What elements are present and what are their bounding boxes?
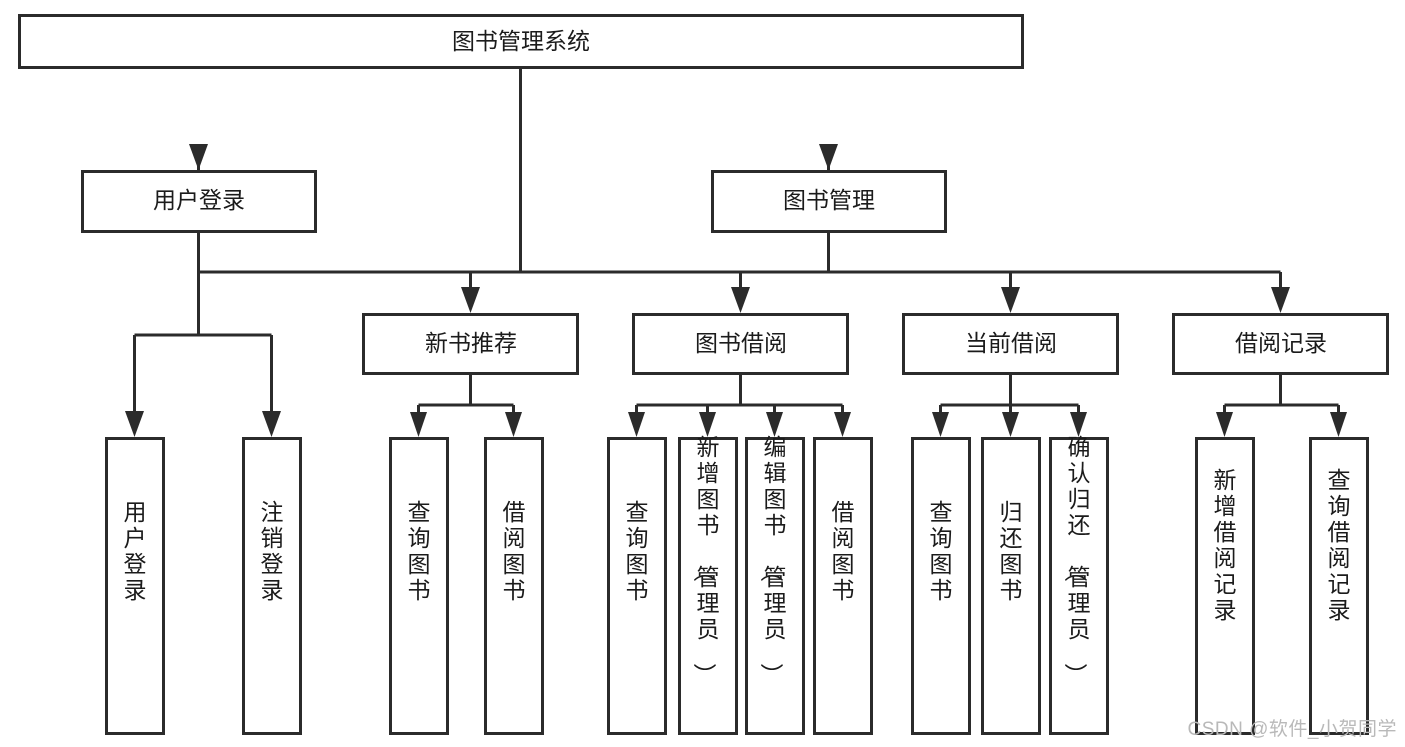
node-leaf-borrow-book-2[interactable]: 借阅图书	[813, 437, 873, 735]
arrow-head-leaf-query-book-1	[410, 412, 427, 437]
node-book-manage-box[interactable]	[711, 170, 947, 233]
node-current-borrow-box[interactable]	[902, 313, 1119, 375]
arrow-head-leaf-return-book	[1002, 412, 1019, 437]
node-user-login-label: 用户登录	[153, 187, 245, 213]
node-leaf-confirm-return-box[interactable]	[1049, 437, 1109, 735]
node-leaf-add-record[interactable]: 新增借阅记录	[1195, 437, 1255, 735]
node-leaf-logout-login-box[interactable]	[242, 437, 302, 735]
arrow-head-leaf-query-record	[1330, 412, 1347, 437]
node-leaf-borrow-book-1-box[interactable]	[484, 437, 544, 735]
arrow-head-book-borrow	[731, 287, 750, 313]
node-leaf-query-record-box[interactable]	[1309, 437, 1369, 735]
arrow-head-leaf-confirm-return	[1070, 412, 1087, 437]
node-leaf-add-record-box[interactable]	[1195, 437, 1255, 735]
node-leaf-confirm-return[interactable]: 确认归还（管理员）	[1049, 434, 1109, 735]
node-book-manage[interactable]: 图书管理	[711, 170, 947, 233]
node-root-box[interactable]	[18, 14, 1024, 69]
node-leaf-return-book-label: 归还图书	[1000, 499, 1023, 603]
node-leaf-confirm-return-label: 确认归还（管理员）	[1063, 434, 1091, 686]
node-leaf-query-book-1-label: 查询图书	[408, 499, 431, 603]
arrow-head-leaf-borrow-book-1	[505, 412, 522, 437]
node-leaf-query-book-3-box[interactable]	[911, 437, 971, 735]
node-leaf-edit-book-box[interactable]	[745, 437, 805, 735]
arrow-head-leaf-query-book-3	[932, 412, 949, 437]
arrow-head-leaf-edit-book	[766, 412, 783, 437]
arrow-head-leaf-logout-login	[262, 411, 281, 437]
node-leaf-add-book-box[interactable]	[678, 437, 738, 735]
node-book-manage-label: 图书管理	[783, 187, 875, 213]
node-leaf-borrow-book-2-box[interactable]	[813, 437, 873, 735]
node-book-borrow[interactable]: 图书借阅	[632, 313, 849, 375]
connector-layer	[125, 68, 1347, 437]
node-leaf-add-book-label: 新增图书（管理员）	[692, 434, 720, 686]
node-leaf-query-book-1-box[interactable]	[389, 437, 449, 735]
arrow-head-new-book	[461, 287, 480, 313]
node-current-borrow-label: 当前借阅	[965, 330, 1057, 356]
node-leaf-query-book-3[interactable]: 查询图书	[911, 437, 971, 735]
node-leaf-query-book-2[interactable]: 查询图书	[607, 437, 667, 735]
node-book-borrow-label: 图书借阅	[695, 330, 787, 356]
arrow-head-user-login	[189, 144, 208, 170]
node-leaf-query-book-2-label: 查询图书	[626, 499, 649, 603]
node-leaf-user-login-box[interactable]	[105, 437, 165, 735]
arrow-head-leaf-query-book-2	[628, 412, 645, 437]
node-leaf-query-record[interactable]: 查询借阅记录	[1309, 437, 1369, 735]
arrow-head-leaf-add-record	[1216, 412, 1233, 437]
node-leaf-query-book-3-label: 查询图书	[930, 499, 953, 603]
arrow-head-current-borrow	[1001, 287, 1020, 313]
node-borrow-record-box[interactable]	[1172, 313, 1389, 375]
node-leaf-borrow-book-1[interactable]: 借阅图书	[484, 437, 544, 735]
node-leaf-return-book[interactable]: 归还图书	[981, 437, 1041, 735]
node-leaf-borrow-book-2-label: 借阅图书	[832, 499, 855, 603]
node-leaf-query-book-2-box[interactable]	[607, 437, 667, 735]
node-leaf-return-book-box[interactable]	[981, 437, 1041, 735]
node-book-borrow-box[interactable]	[632, 313, 849, 375]
arrow-head-leaf-user-login	[125, 411, 144, 437]
arrow-head-leaf-borrow-book-2	[834, 412, 851, 437]
arrow-head-borrow-record	[1271, 287, 1290, 313]
node-leaf-add-book[interactable]: 新增图书（管理员）	[678, 434, 738, 735]
node-new-book-recommend-box[interactable]	[362, 313, 579, 375]
node-leaf-edit-book[interactable]: 编辑图书（管理员）	[745, 434, 805, 735]
node-leaf-borrow-book-1-label: 借阅图书	[503, 499, 526, 603]
node-leaf-user-login[interactable]: 用户登录	[105, 437, 165, 735]
node-user-login[interactable]: 用户登录	[81, 170, 317, 233]
node-new-book-recommend-label: 新书推荐	[425, 330, 517, 356]
arrow-head-book-manage	[819, 144, 838, 170]
node-new-book-recommend[interactable]: 新书推荐	[362, 313, 579, 375]
arrow-head-leaf-add-book	[699, 412, 716, 437]
node-user-login-box[interactable]	[81, 170, 317, 233]
node-leaf-user-login-label: 用户登录	[124, 499, 147, 603]
node-borrow-record[interactable]: 借阅记录	[1172, 313, 1389, 375]
node-root[interactable]: 图书管理系统	[18, 14, 1024, 69]
node-borrow-record-label: 借阅记录	[1235, 330, 1327, 356]
node-leaf-logout-login-label: 注销登录	[261, 499, 284, 603]
node-leaf-edit-book-label: 编辑图书（管理员）	[759, 434, 787, 686]
node-root-label: 图书管理系统	[452, 28, 590, 54]
node-leaf-logout-login[interactable]: 注销登录	[242, 437, 302, 735]
node-current-borrow[interactable]: 当前借阅	[902, 313, 1119, 375]
node-leaf-add-record-label: 新增借阅记录	[1214, 467, 1237, 623]
node-leaf-query-book-1[interactable]: 查询图书	[389, 437, 449, 735]
node-leaf-query-record-label: 查询借阅记录	[1328, 467, 1351, 623]
